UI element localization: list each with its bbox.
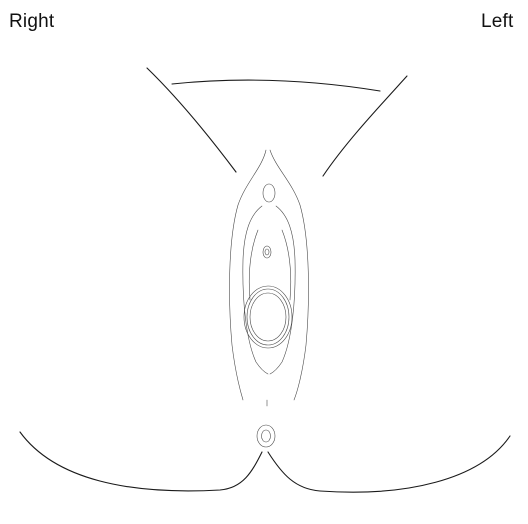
small-orifice-inner [265,249,269,255]
inner-fold-left-2 [282,230,291,300]
left-buttock-curve [268,436,510,492]
outer-fold-left [270,150,308,400]
central-opening-mid [247,289,289,345]
posterior-circle-outer [257,425,275,447]
posterior-circle-inner [262,430,271,442]
inner-fold-right [243,206,268,374]
central-opening-inner [250,293,286,341]
small-orifice [263,246,271,258]
central-opening-outer [244,286,292,348]
upper-transverse-line [172,80,380,91]
left-thigh-outline [323,76,407,176]
outer-fold-right [230,150,266,400]
right-thigh-outline [147,68,236,172]
upper-oval [263,184,275,202]
right-buttock-curve [20,432,262,491]
